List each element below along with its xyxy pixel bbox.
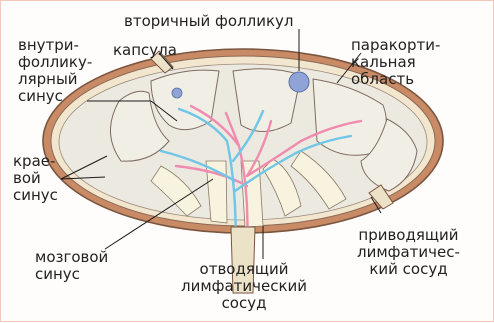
label-medullary-sinus: мозговой синус (35, 249, 108, 283)
secondary-follicle-shape (289, 72, 309, 92)
label-intrafollicular-sinus: внутри- фоллику- лярный синус (18, 37, 92, 105)
label-paracortical-area: паракорти- кальная область (351, 37, 440, 88)
label-marginal-sinus: крае- вой синус (13, 153, 58, 204)
label-afferent-lymph-vessel: приводящий лимфатичес- кий сосуд (357, 227, 460, 278)
primary-follicle-shape (172, 88, 182, 98)
label-capsule: капсула (113, 42, 177, 59)
label-efferent-lymph-vessel: отводящий лимфатический сосуд (181, 261, 307, 312)
label-secondary-follicle: вторичный фолликул (124, 13, 294, 30)
